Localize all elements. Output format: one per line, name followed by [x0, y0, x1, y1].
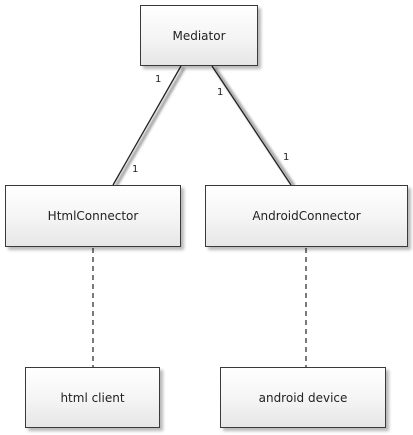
multiplicity-mediator-android-top: 1 [217, 87, 223, 98]
html-client-label: html client [60, 390, 125, 405]
mediator-node: Mediator [140, 5, 258, 66]
multiplicity-mediator-android-bottom: 1 [283, 152, 289, 163]
multiplicity-mediator-html-top: 1 [155, 74, 161, 85]
android-device-node: android device [220, 367, 386, 428]
association-shadow-android [213, 67, 296, 187]
html-connector-node: HtmlConnector [5, 185, 181, 247]
multiplicity-mediator-html-bottom: 1 [132, 164, 138, 175]
association-mediator-html [112, 65, 182, 186]
android-connector-node: AndroidConnector [205, 185, 408, 247]
mediator-label: Mediator [172, 28, 226, 43]
html-client-node: html client [25, 367, 160, 428]
android-connector-label: AndroidConnector [252, 209, 361, 223]
html-connector-label: HtmlConnector [47, 209, 139, 223]
android-device-label: android device [258, 390, 348, 405]
association-mediator-android [211, 65, 292, 186]
association-shadow-html [114, 67, 186, 187]
